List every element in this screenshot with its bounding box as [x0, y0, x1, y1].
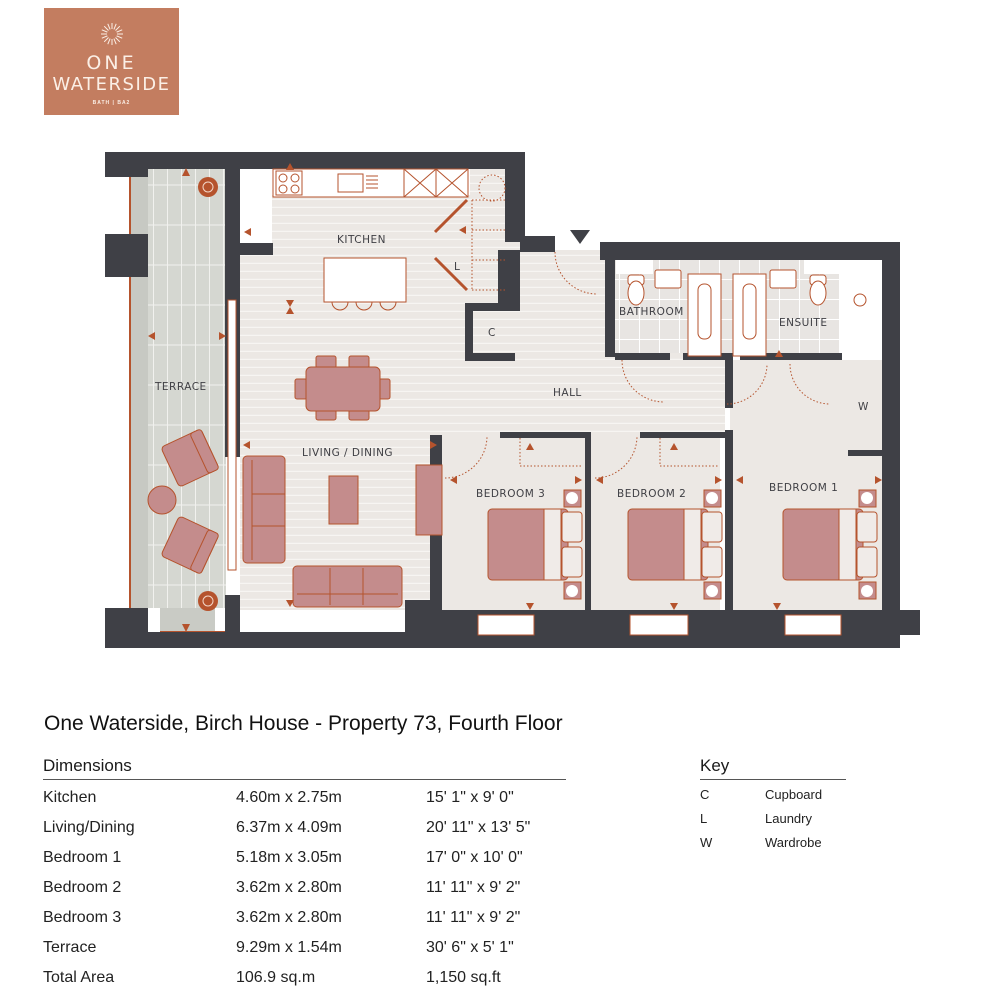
- label-bedroom-1: BEDROOM 1: [769, 482, 838, 494]
- terrace: TERRACE: [129, 168, 226, 633]
- room-metric: 9.29m x 1.54m: [236, 939, 342, 956]
- key-code: C: [700, 786, 710, 802]
- lounge-chair: [161, 516, 219, 574]
- label-living-dining: LIVING / DINING: [302, 447, 393, 459]
- label-bathroom: BATHROOM: [619, 306, 684, 318]
- table-row: Total Area 106.9 sq.m 1,150 sq.ft: [43, 963, 566, 993]
- sink-icon: [337, 173, 364, 193]
- table-row: Living/Dining 6.37m x 4.09m 20' 11" x 13…: [43, 813, 566, 843]
- logo-line-one: ONE: [86, 52, 137, 74]
- key-label: Cupboard: [765, 786, 823, 802]
- room-name: Bedroom 3: [43, 909, 122, 926]
- floor-plan: TERRACE: [105, 152, 920, 648]
- key-code: W: [700, 834, 713, 850]
- room-metric: 3.62m x 2.80m: [236, 879, 342, 896]
- logo-line-waterside: WATERSIDE: [52, 74, 171, 95]
- sunburst-icon: [101, 23, 123, 45]
- room-name: Living/Dining: [43, 819, 135, 836]
- dimension-markers: [148, 163, 882, 632]
- bed-1: [782, 489, 878, 600]
- room-imperial: 11' 11" x 9' 2": [426, 909, 521, 926]
- lounge-chair: [161, 429, 219, 487]
- key-legend: Key C Cupboard L Laundry W Wardrobe: [700, 756, 846, 854]
- dining-set: [294, 355, 391, 421]
- kitchen-units: [272, 168, 506, 311]
- key-label: Laundry: [765, 810, 812, 826]
- tv-unit: [415, 464, 443, 536]
- label-cupboard: C: [488, 327, 496, 339]
- key-heading: Key: [700, 756, 846, 780]
- room-metric: 5.18m x 3.05m: [236, 849, 342, 866]
- sofa: [242, 455, 286, 564]
- label-bedroom-2: BEDROOM 2: [617, 488, 686, 500]
- key-item: W Wardrobe: [700, 830, 846, 854]
- table-row: Bedroom 3 3.62m x 2.80m 11' 11" x 9' 2": [43, 903, 566, 933]
- side-table: [147, 485, 177, 515]
- table-row: Terrace 9.29m x 1.54m 30' 6" x 5' 1": [43, 933, 566, 963]
- plant-icon: [198, 591, 218, 611]
- key-code: L: [700, 810, 708, 826]
- logo-location: BATH | BA2: [92, 100, 131, 106]
- room-imperial: 1,150 sq.ft: [426, 969, 501, 986]
- coffee-table: [328, 475, 359, 525]
- room-imperial: 11' 11" x 9' 2": [426, 879, 521, 896]
- room-metric: 3.62m x 2.80m: [236, 909, 342, 926]
- room-imperial: 15' 1" x 9' 0": [426, 789, 514, 806]
- hob-icon: [275, 170, 303, 196]
- room-imperial: 30' 6" x 5' 1": [426, 939, 514, 956]
- room-name: Terrace: [43, 939, 97, 956]
- label-hall: HALL: [553, 387, 582, 399]
- room-name: Total Area: [43, 969, 115, 986]
- dimensions-table: Dimensions Kitchen 4.60m x 2.75m 15' 1" …: [43, 756, 566, 993]
- brand-logo: ONE WATERSIDE BATH | BA2: [44, 8, 179, 115]
- key-label: Wardrobe: [765, 834, 822, 850]
- plant-icon: [198, 177, 218, 197]
- entrance-arrow-icon: [570, 230, 590, 244]
- room-name: Bedroom 2: [43, 879, 122, 896]
- windows: [227, 299, 842, 636]
- room-metric: 106.9 sq.m: [236, 969, 316, 986]
- table-row: Bedroom 2 3.62m x 2.80m 11' 11" x 9' 2": [43, 873, 566, 903]
- label-laundry: L: [454, 261, 460, 273]
- bed-3: [487, 489, 583, 600]
- label-bedroom-3: BEDROOM 3: [476, 488, 545, 500]
- bed-2: [627, 489, 723, 600]
- room-metric: 4.60m x 2.75m: [236, 789, 342, 806]
- room-imperial: 17' 0" x 10' 0": [426, 849, 523, 866]
- table-row: Bedroom 1 5.18m x 3.05m 17' 0" x 10' 0": [43, 843, 566, 873]
- sofa: [292, 565, 403, 608]
- label-ensuite: ENSUITE: [779, 317, 827, 329]
- bathroom-fixtures: [616, 260, 867, 357]
- label-terrace: TERRACE: [154, 381, 207, 393]
- label-kitchen: KITCHEN: [337, 234, 386, 246]
- key-item: C Cupboard: [700, 782, 846, 806]
- key-item: L Laundry: [700, 806, 846, 830]
- label-wardrobe: W: [858, 401, 869, 413]
- room-metric: 6.37m x 4.09m: [236, 819, 342, 836]
- dimensions-heading: Dimensions: [43, 756, 566, 780]
- room-name: Bedroom 1: [43, 849, 122, 866]
- room-imperial: 20' 11" x 13' 5": [426, 819, 531, 836]
- table-row: Kitchen 4.60m x 2.75m 15' 1" x 9' 0": [43, 783, 566, 813]
- property-title: One Waterside, Birch House - Property 73…: [44, 712, 563, 735]
- room-name: Kitchen: [43, 789, 97, 806]
